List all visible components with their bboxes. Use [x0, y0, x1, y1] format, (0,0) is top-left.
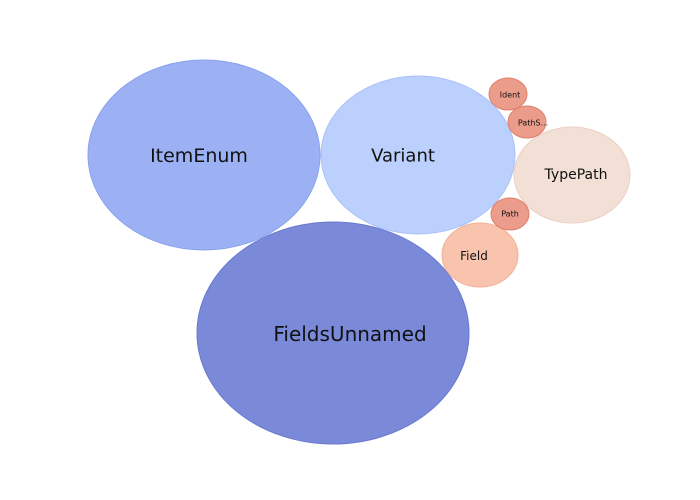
bubble-paths [507, 105, 547, 139]
bubble-label-field: Field [460, 249, 488, 263]
bubble-group: FieldsUnnamed ItemEnum VariantTypePathFiel… [87, 59, 631, 445]
bubble-label-ident: Ident [500, 91, 521, 100]
bubble-variant [320, 75, 516, 235]
bubble-label-itemenum: ItemEnum [150, 145, 248, 167]
bubble-itemenum [87, 59, 321, 251]
bubble-label-fieldsunnamed: FieldsUnnamed [273, 322, 426, 346]
bubble-label-path: Path [501, 210, 519, 219]
bubble-fieldsunnamed [196, 221, 470, 445]
bubble-ident [488, 77, 528, 111]
bubble-label-variant: Variant [371, 146, 435, 167]
bubble-field [441, 222, 519, 288]
bubble-path [490, 197, 530, 231]
bubble-label-typepath: TypePath [544, 167, 608, 183]
bubble-typepath [513, 126, 631, 224]
bubble-label-paths: PathS... [518, 119, 548, 128]
